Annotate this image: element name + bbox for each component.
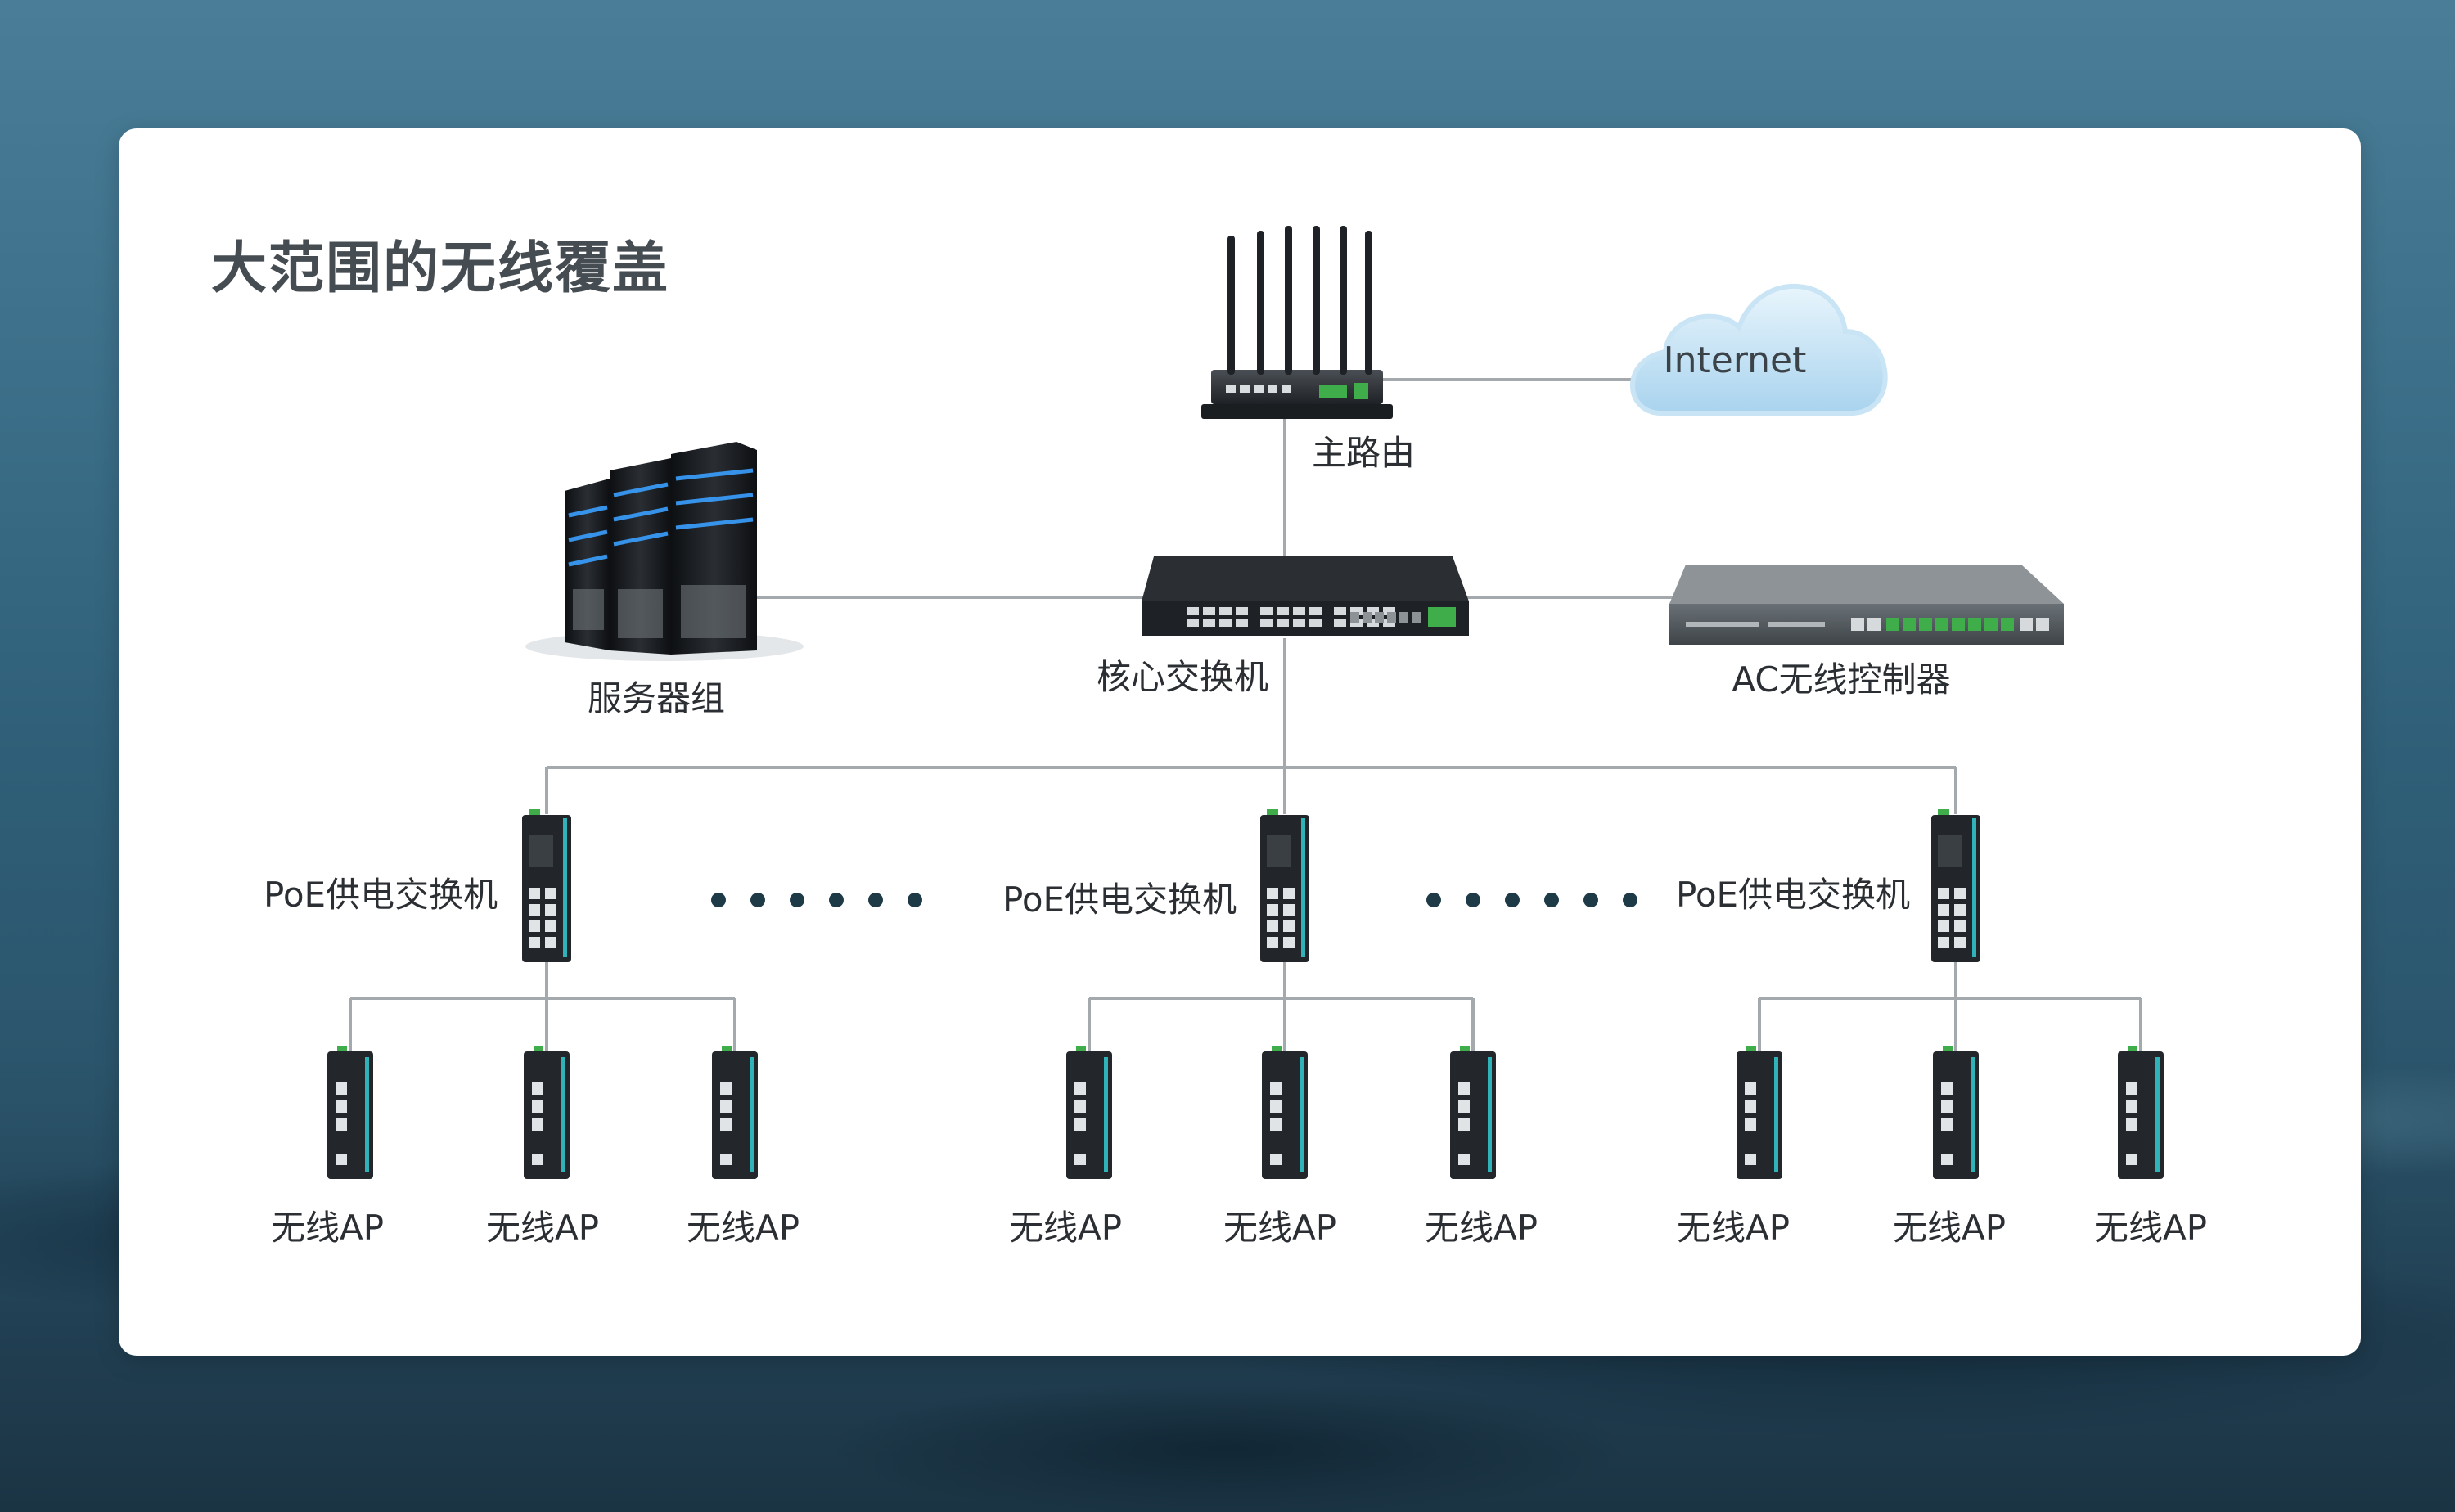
access-point-label: 无线AP	[1677, 1208, 1790, 1248]
access-point-icon	[712, 1046, 758, 1179]
poe-switch-group: PoE供电交换机 PoE供电交换机 PoE供电交换机	[264, 809, 1980, 962]
poe-switch-icon	[522, 809, 571, 962]
access-point-icon	[1737, 1046, 1782, 1179]
access-point-label: 无线AP	[2094, 1208, 2207, 1248]
ellipsis-group	[711, 893, 1637, 907]
access-point-icon	[1262, 1046, 1308, 1179]
poe-switch-label: PoE供电交换机	[264, 875, 498, 915]
access-point-label: 无线AP	[1425, 1208, 1538, 1248]
ellipsis-dot	[1544, 893, 1559, 907]
connection-lines	[350, 378, 2141, 1000]
access-point-label: 无线AP	[271, 1208, 384, 1248]
ellipsis-dot	[790, 893, 804, 907]
diagram-card	[119, 128, 2361, 1356]
access-point-icon	[1066, 1046, 1112, 1179]
access-point-icon	[327, 1046, 373, 1179]
poe-switch-icon	[1931, 809, 1980, 962]
ellipsis-dot	[1583, 893, 1598, 907]
ac-controller-label: AC无线控制器	[1732, 659, 1950, 700]
ellipsis-dot	[750, 893, 765, 907]
core-switch-icon	[1142, 556, 1469, 636]
access-point-icon	[1450, 1046, 1496, 1179]
ac-controller-icon	[1669, 565, 2064, 645]
ellipsis-dot	[908, 893, 922, 907]
poe-switch-label: PoE供电交换机	[1676, 875, 1910, 915]
access-point-label: 无线AP	[1893, 1208, 2006, 1248]
router-icon	[1201, 226, 1393, 419]
ap-drop-lines	[349, 998, 2142, 1051]
access-point-label: 无线AP	[486, 1208, 599, 1248]
access-point-group: 无线AP 无线AP 无线AP 无线AP 无线AP 无线AP 无线AP 无线AP 无线AP	[271, 1046, 2207, 1248]
ellipsis-dot	[711, 893, 726, 907]
diagram-title: 大范围的无线覆盖	[211, 236, 670, 301]
core-switch-label: 核心交换机	[1097, 657, 1268, 697]
access-point-icon	[2118, 1046, 2164, 1179]
ellipsis-dot	[829, 893, 844, 907]
access-point-label: 无线AP	[687, 1208, 800, 1248]
ellipsis-dot	[868, 893, 883, 907]
internet-label: Internet	[1664, 340, 1807, 381]
poe-switch-label: PoE供电交换机	[1002, 880, 1237, 920]
ellipsis-dot	[1505, 893, 1520, 907]
ellipsis-dot	[1466, 893, 1480, 907]
ellipsis-dot	[1623, 893, 1637, 907]
main-router-label: 主路由	[1312, 433, 1415, 473]
ellipsis-dot	[1426, 893, 1441, 907]
poe-switch-icon	[1260, 809, 1309, 962]
access-point-icon	[1933, 1046, 1979, 1179]
access-point-label: 无线AP	[1009, 1208, 1122, 1248]
internet-cloud-icon: Internet	[1630, 284, 1888, 416]
access-point-label: 无线AP	[1223, 1208, 1336, 1248]
access-point-icon	[524, 1046, 570, 1179]
server-group-label: 服务器组	[588, 678, 725, 718]
server-rack-icon	[525, 442, 804, 661]
